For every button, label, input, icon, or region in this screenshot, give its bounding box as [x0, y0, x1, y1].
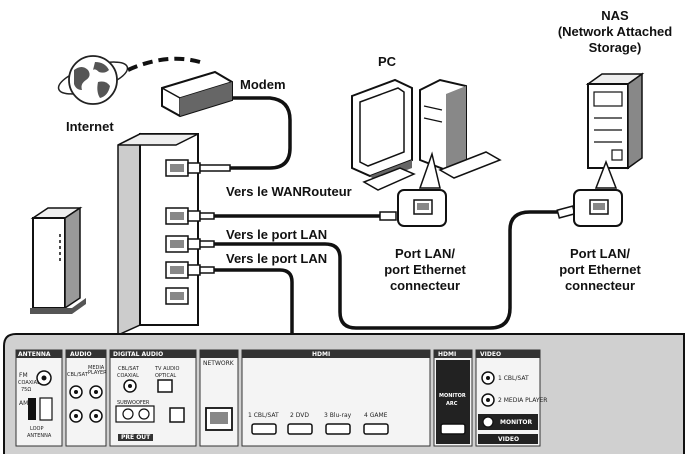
panel-digital-audio-label: DIGITAL AUDIO	[113, 351, 164, 358]
nas-port-label: Port LAN/ port Ethernet connecteur	[545, 246, 655, 294]
panel-audio-media-label: MEDIA PLAYER	[88, 365, 107, 376]
panel-hdmi-label: HDMI	[312, 351, 331, 358]
nas-port-line1: Port LAN/	[570, 246, 630, 261]
panel-digital-coaxial-label: COAXIAL	[117, 373, 139, 379]
lan-label-1: Vers le port LAN	[226, 227, 328, 242]
nas-icon	[585, 72, 645, 170]
tower-device-icon	[30, 206, 86, 314]
panel-antenna-label: ANTENNA	[18, 351, 51, 358]
wan-router-label: Vers le WANRouteur	[226, 184, 352, 200]
nas-label-line2: (Network Attached	[557, 24, 673, 39]
lan-label-2: Vers le port LAN	[226, 251, 328, 266]
pc-port-line2: port Ethernet	[384, 262, 466, 277]
panel-network-label: NETWORK	[203, 360, 234, 367]
receiver-rear-panel	[3, 333, 685, 454]
pc-label: PC	[378, 54, 397, 69]
panel-arc-label: ARC	[446, 401, 458, 407]
panel-fm-label: FM	[19, 372, 28, 379]
pc-port-label: Port LAN/ port Ethernet connecteur	[370, 246, 480, 294]
panel-video-out-label: VIDEO	[498, 436, 520, 443]
panel-audio-label: AUDIO	[70, 351, 92, 358]
nas-port-line3: connecteur	[564, 278, 636, 293]
panel-pre-out-label: PRE OUT	[118, 434, 154, 441]
modem-label: Modem	[240, 77, 286, 92]
panel-video-monitor-label: MONITOR	[500, 419, 533, 426]
vers-wan-text: Vers le WAN	[226, 184, 302, 199]
router-icon	[117, 132, 199, 337]
nas-label-line3: Storage)	[588, 40, 642, 55]
panel-hdmi-1-label: 1 CBL/SAT	[248, 412, 279, 419]
nas-label: NAS (Network Attached Storage)	[540, 8, 690, 56]
routeur-text: Routeur	[301, 184, 352, 199]
modem-icon	[161, 70, 233, 118]
internet-label: Internet	[66, 119, 114, 134]
panel-hdmi-3-label: 3 Blu-ray	[324, 412, 352, 419]
pc-icon	[351, 78, 502, 191]
panel-video-2-label: 2 MEDIA PLAYER	[498, 397, 548, 404]
panel-loop-label: LOOP	[30, 426, 44, 432]
panel-ohm-label: 75Ω	[21, 387, 32, 393]
panel-hdmi-2-label: 2 DVD	[290, 412, 309, 419]
panel-hdmi-4-label: 4 GAME	[364, 412, 388, 419]
panel-am-label: AM	[19, 400, 29, 407]
panel-loop-antenna-label: ANTENNA	[27, 433, 52, 439]
panel-coaxial-label: COAXIAL	[18, 380, 40, 386]
panel-hdmi-out-label: HDMI	[438, 351, 457, 358]
panel-video-label: VIDEO	[480, 351, 502, 358]
pc-port-line1: Port LAN/	[395, 246, 455, 261]
panel-audio-cbl-label: CBL/SAT	[67, 372, 88, 378]
globe-icon	[57, 55, 129, 105]
panel-digital-tv-label: TV AUDIO	[155, 366, 180, 372]
panel-subwoofer-label: SUBWOOFER	[117, 400, 150, 406]
panel-video-1-label: 1 CBL/SAT	[498, 375, 529, 382]
panel-monitor-label: MONITOR	[439, 393, 466, 399]
pc-port-line3: connecteur	[389, 278, 461, 293]
panel-digital-optical-label: OPTICAL	[155, 373, 177, 379]
nas-port-line2: port Ethernet	[559, 262, 641, 277]
panel-digital-cbl-label: CBL/SAT	[118, 366, 139, 372]
nas-label-line1: NAS	[601, 8, 629, 23]
